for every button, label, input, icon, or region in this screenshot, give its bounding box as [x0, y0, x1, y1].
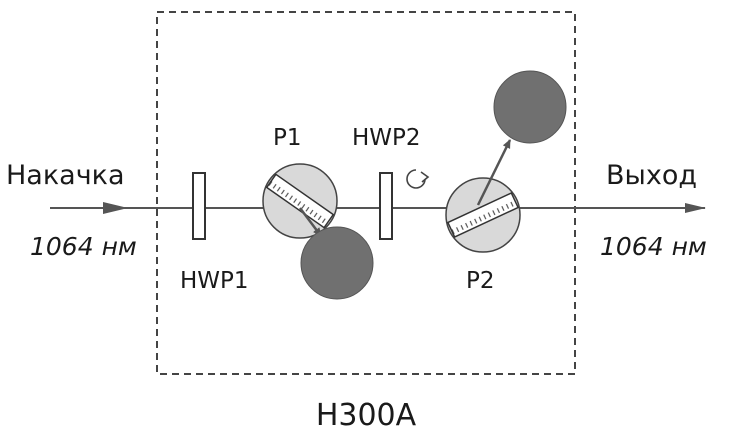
p2-reflection-arrow [476, 139, 512, 206]
p2-beam-dump [493, 70, 567, 144]
input-label: Накачка [6, 160, 125, 191]
output-label: Выход [606, 160, 697, 191]
hwp1-plate [192, 172, 206, 240]
input-wavelength: 1064 нм [30, 232, 137, 261]
p2-label: P2 [466, 268, 495, 294]
p1-label: P1 [273, 125, 302, 151]
p1-beam-dump [300, 226, 374, 300]
p2-polarizer [445, 177, 521, 253]
output-wavelength: 1064 нм [600, 232, 707, 261]
device-enclosure [156, 11, 576, 375]
p1-reflection-arrow [299, 207, 322, 237]
device-name: H300A [316, 398, 417, 433]
input-arrow-icon [103, 202, 128, 214]
hwp1-label: HWP1 [180, 268, 249, 294]
hwp2-label: HWP2 [352, 125, 421, 151]
rotate-arrow-icon [406, 169, 430, 189]
p1-polarizer [262, 163, 338, 239]
hwp2-plate [379, 172, 393, 240]
